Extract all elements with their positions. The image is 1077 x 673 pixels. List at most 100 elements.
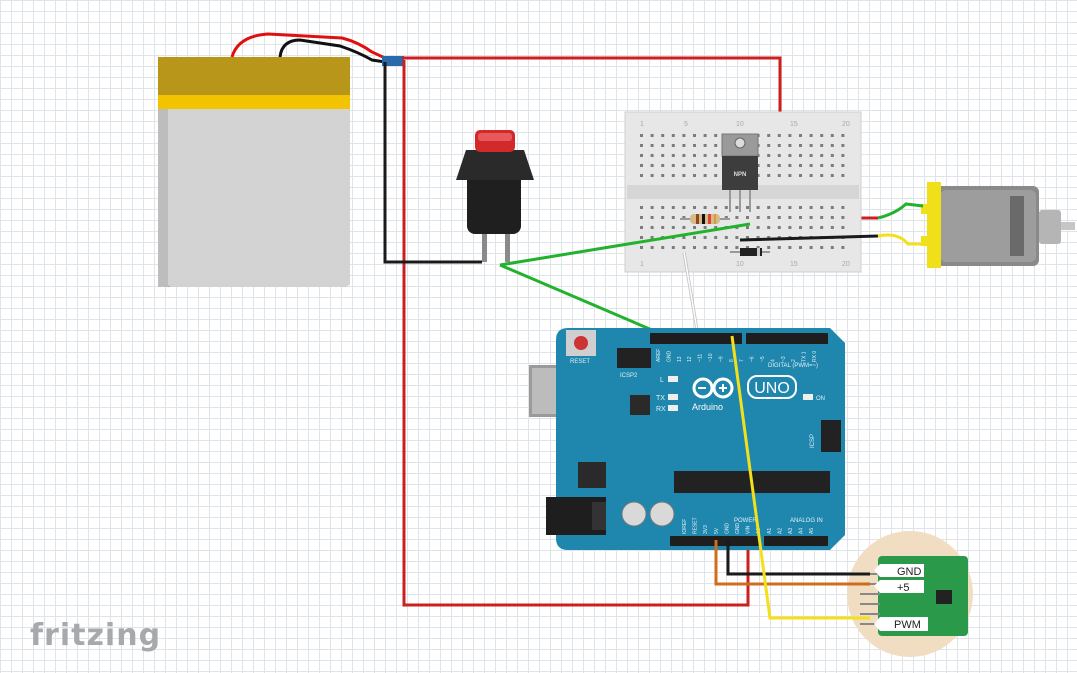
breadboard-hole xyxy=(799,134,802,137)
breadboard-hole xyxy=(693,206,696,209)
breadboard-hole xyxy=(682,134,686,137)
wire-green-switch-to-gnd xyxy=(499,263,667,338)
wire-green-switch-to-breadboard xyxy=(499,222,751,267)
bb-number: 15 xyxy=(790,261,798,268)
breadboard-hole xyxy=(640,206,643,209)
breadboard-hole xyxy=(756,216,760,219)
breadboard-hole xyxy=(640,174,643,177)
breadboard-hole xyxy=(682,226,686,229)
receiver-pwm-label: PWM xyxy=(894,619,921,631)
breadboard-hole xyxy=(650,236,654,239)
digital-label: DIGITAL (PWM=~) xyxy=(768,363,818,369)
breadboard-hole xyxy=(714,174,718,177)
breadboard-hole xyxy=(661,174,665,177)
bb-number: 20 xyxy=(842,261,850,268)
breadboard-hole xyxy=(682,144,686,147)
breadboard-hole xyxy=(703,144,707,147)
breadboard-hole xyxy=(735,236,739,239)
breadboard-hole xyxy=(671,164,675,167)
breadboard-hole xyxy=(714,226,718,229)
breadboard-hole xyxy=(841,164,845,167)
breadboard-hole xyxy=(714,134,718,137)
breadboard-hole xyxy=(809,174,813,177)
breadboard-hole xyxy=(799,226,802,229)
breadboard-hole xyxy=(830,226,834,229)
pin-label: 12 xyxy=(687,356,693,362)
breadboard-hole xyxy=(799,246,802,249)
pin-label: IOREF xyxy=(682,519,688,534)
breadboard-hole xyxy=(682,246,686,249)
breadboard-hole xyxy=(735,216,739,219)
breadboard-hole xyxy=(714,154,718,157)
uno-logo-text: UNO xyxy=(754,380,790,397)
bb-number: 1 xyxy=(640,261,644,268)
receiver-5v-label: +5 xyxy=(897,582,910,594)
breadboard-hole xyxy=(777,134,781,137)
breadboard-hole xyxy=(788,226,792,229)
arduino-brand: Arduino xyxy=(692,402,723,412)
led-rx-label: RX xyxy=(656,406,666,413)
breadboard-hole xyxy=(830,164,834,167)
pin-label: ~9 xyxy=(718,356,724,362)
reset-button[interactable] xyxy=(566,330,596,356)
battery-connector xyxy=(382,56,404,66)
motor-lead-yellow xyxy=(877,233,923,246)
breadboard-hole xyxy=(703,206,707,209)
power-label: POWER xyxy=(734,518,757,524)
breadboard-hole xyxy=(777,246,781,249)
breadboard-hole xyxy=(809,144,813,147)
breadboard-hole xyxy=(777,206,781,209)
bb-number: 1 xyxy=(640,121,644,128)
breadboard-hole xyxy=(703,174,707,177)
breadboard-hole xyxy=(746,216,749,219)
diode xyxy=(730,248,770,256)
breadboard-hole xyxy=(640,216,643,219)
breadboard-hole xyxy=(640,164,643,167)
pin-label: GND xyxy=(666,351,672,363)
pin-label: 4 xyxy=(770,359,776,362)
breadboard-hole xyxy=(767,246,771,249)
breadboard-hole xyxy=(661,144,665,147)
breadboard-hole xyxy=(767,206,771,209)
push-button[interactable] xyxy=(456,130,534,262)
breadboard-hole xyxy=(746,236,749,239)
breadboard-hole xyxy=(841,174,845,177)
pin-label: ~11 xyxy=(698,354,704,362)
breadboard-hole xyxy=(650,154,654,157)
breadboard-hole xyxy=(682,236,686,239)
breadboard-hole xyxy=(788,246,792,249)
breadboard-hole xyxy=(777,174,781,177)
breadboard-hole xyxy=(799,144,802,147)
pin-label: 7 xyxy=(739,359,745,362)
breadboard-hole xyxy=(693,174,696,177)
breadboard-hole xyxy=(693,154,696,157)
npn-transistor: NPN xyxy=(721,133,759,212)
breadboard-top-numbers: 1 5 10 15 20 xyxy=(640,121,850,128)
breadboard-hole xyxy=(756,174,760,177)
breadboard-hole xyxy=(820,134,824,137)
breadboard-hole xyxy=(788,174,792,177)
breadboard-hole xyxy=(671,144,675,147)
breadboard-hole xyxy=(841,154,845,157)
pin-label: 5V xyxy=(714,527,720,534)
breadboard-hole xyxy=(661,134,665,137)
breadboard-hole xyxy=(703,164,707,167)
breadboard-hole xyxy=(724,246,728,249)
breadboard-hole xyxy=(799,154,802,157)
transistor-label: NPN xyxy=(734,172,747,178)
pin-label: GND xyxy=(724,523,730,535)
breadboard-hole xyxy=(788,154,792,157)
breadboard-hole xyxy=(703,236,707,239)
pin-label: GND xyxy=(735,523,741,535)
bb-number: 20 xyxy=(842,121,850,128)
breadboard-hole xyxy=(703,226,707,229)
breadboard-hole xyxy=(650,216,654,219)
breadboard-hole xyxy=(671,134,675,137)
wire-black-receiver-gnd xyxy=(726,540,870,576)
breadboard-hole xyxy=(693,246,696,249)
pin-label: ~10 xyxy=(708,353,714,362)
breadboard-hole xyxy=(640,246,643,249)
breadboard-hole xyxy=(682,174,686,177)
pin-label: 8 xyxy=(729,359,735,362)
